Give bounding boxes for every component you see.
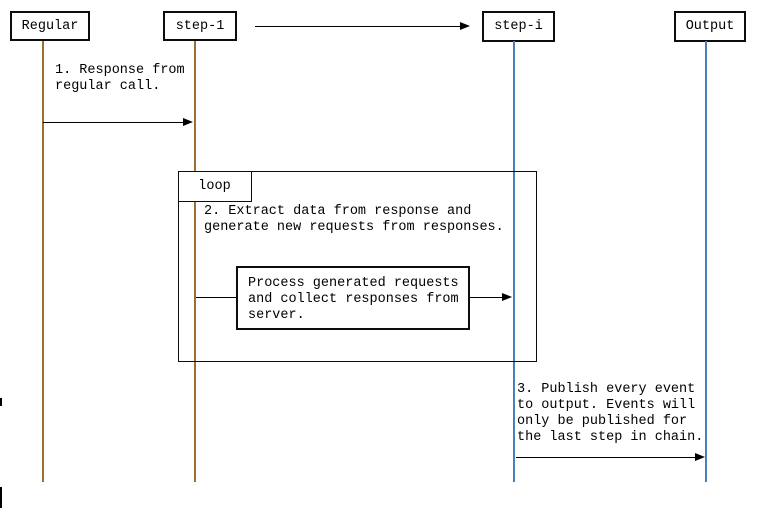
message-3-arrow [516, 453, 705, 461]
actor-box-regular: Regular [10, 11, 90, 41]
loop-label: loop [177, 170, 252, 202]
message-3-text: 3. Publish every event to output. Events… [517, 382, 704, 445]
connector-step1-to-process [196, 297, 236, 298]
arrow-step1-to-stepi [255, 22, 470, 30]
arrowhead-icon [460, 22, 470, 30]
loop-frame: loop [177, 170, 537, 362]
message-1-text: 1. Response from regular call. [55, 63, 185, 94]
arrowhead-icon [183, 118, 193, 126]
left-edge-artifact [0, 398, 2, 406]
left-edge-artifact [0, 487, 2, 508]
actor-box-output: Output [674, 11, 746, 42]
lifeline-regular [42, 41, 44, 482]
arrowhead-icon [695, 453, 705, 461]
actor-box-step-i: step-i [482, 11, 555, 42]
lifeline-output [705, 41, 707, 482]
arrow-process-to-stepi [470, 293, 512, 301]
actor-box-step-1: step-1 [163, 11, 237, 41]
lifeline-step-i [513, 41, 515, 482]
arrowhead-icon [502, 293, 512, 301]
lifeline-step-1 [194, 41, 196, 482]
message-1-arrow [43, 118, 193, 126]
process-box: Process generated requests and collect r… [236, 266, 470, 330]
message-2-text: 2. Extract data from response and genera… [204, 204, 504, 235]
